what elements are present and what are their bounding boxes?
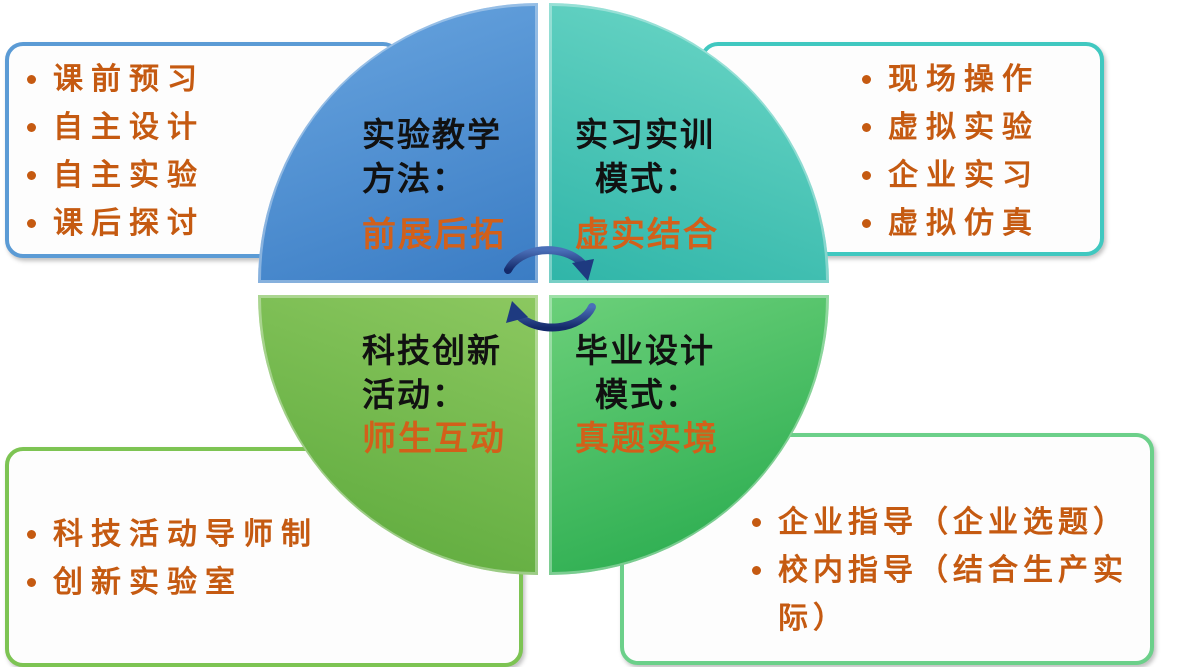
quadrant-title: 毕业设计	[575, 331, 715, 370]
quadrant-title: 模式：	[595, 375, 700, 414]
list-item: 企业实习	[862, 152, 1040, 200]
quadrant-title: 科技创新	[362, 331, 502, 370]
quadrant-subtitle: 师生互动	[362, 419, 506, 459]
quadrant-subtitle: 前展后拓	[362, 215, 506, 255]
quadrant-title: 模式：	[595, 159, 700, 198]
arrow-bottom	[514, 303, 596, 332]
quadrant-title: 实习实训	[575, 115, 715, 154]
quadrant-title: 活动：	[362, 375, 467, 414]
list-item: 虚拟实验	[862, 104, 1040, 152]
list-item: 科技活动导师制	[27, 511, 319, 559]
quadrant-title: 方法：	[362, 159, 467, 198]
quadrant-subtitle: 虚实结合	[575, 215, 719, 255]
arrowhead-bottom	[506, 301, 528, 323]
cycle-arrows-icon	[504, 246, 596, 332]
arrow-top	[504, 246, 586, 274]
list-item: 课后探讨	[27, 200, 205, 248]
list-item: 企业指导（企业选题）	[752, 499, 1132, 547]
list-item: 创新实验室	[27, 559, 319, 607]
list-item: 自主设计	[27, 104, 205, 152]
arrowhead-top	[572, 259, 594, 281]
list-item: 校内指导（结合生产实际）	[752, 547, 1132, 643]
quadrant-innovation-activity: 科技创新 活动： 师生互动	[258, 295, 538, 575]
quadrant-title: 实验教学	[362, 115, 502, 154]
list-item: 现场操作	[862, 56, 1040, 104]
list-item: 课前预习	[27, 56, 205, 104]
list-item: 自主实验	[27, 152, 205, 200]
quadrant-subtitle: 真题实境	[575, 419, 719, 459]
list-item: 虚拟仿真	[862, 200, 1040, 248]
